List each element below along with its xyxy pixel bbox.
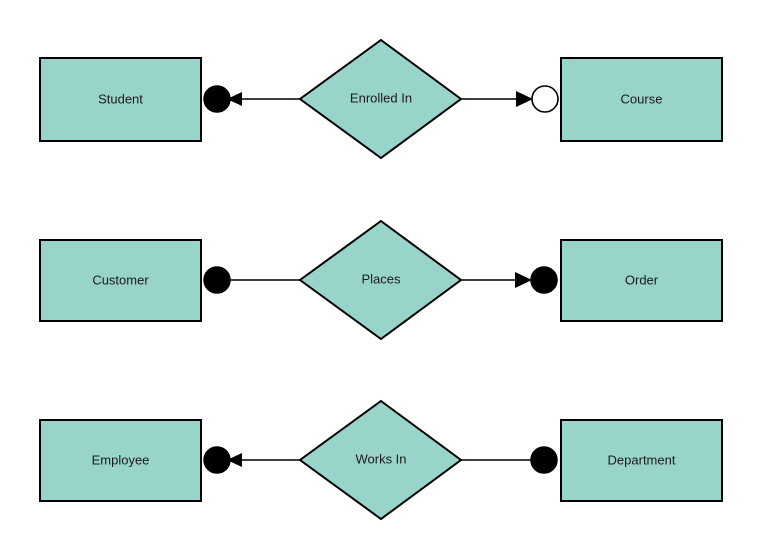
arrowhead-right-order xyxy=(515,272,532,288)
entity-box-order[interactable] xyxy=(560,239,723,322)
arrowhead-left-student xyxy=(227,92,242,106)
relationship-diamond-places[interactable] xyxy=(298,219,463,341)
relationship-row-1: Student Enrolled In Course xyxy=(39,38,723,160)
relationship-diamond-enrolled-in[interactable] xyxy=(298,38,463,160)
cardinality-dot-employee[interactable] xyxy=(203,446,231,474)
cardinality-dot-student[interactable] xyxy=(203,85,231,113)
entity-box-employee[interactable] xyxy=(39,419,202,502)
relationship-row-2: Customer Places Order xyxy=(39,219,723,341)
cardinality-dot-department[interactable] xyxy=(530,446,558,474)
cardinality-dot-customer[interactable] xyxy=(203,266,231,294)
relationship-row-3: Employee Works In Department xyxy=(39,399,723,521)
cardinality-dot-order[interactable] xyxy=(530,266,558,294)
arrowhead-right-course xyxy=(516,91,533,107)
entity-box-department[interactable] xyxy=(560,419,723,502)
entity-box-student[interactable] xyxy=(39,57,202,142)
relationship-diamond-works-in[interactable] xyxy=(298,399,463,521)
entity-box-customer[interactable] xyxy=(39,239,202,322)
cardinality-dot-course[interactable] xyxy=(531,85,559,113)
entity-box-course[interactable] xyxy=(560,57,723,142)
arrowhead-left-employee xyxy=(227,453,242,467)
